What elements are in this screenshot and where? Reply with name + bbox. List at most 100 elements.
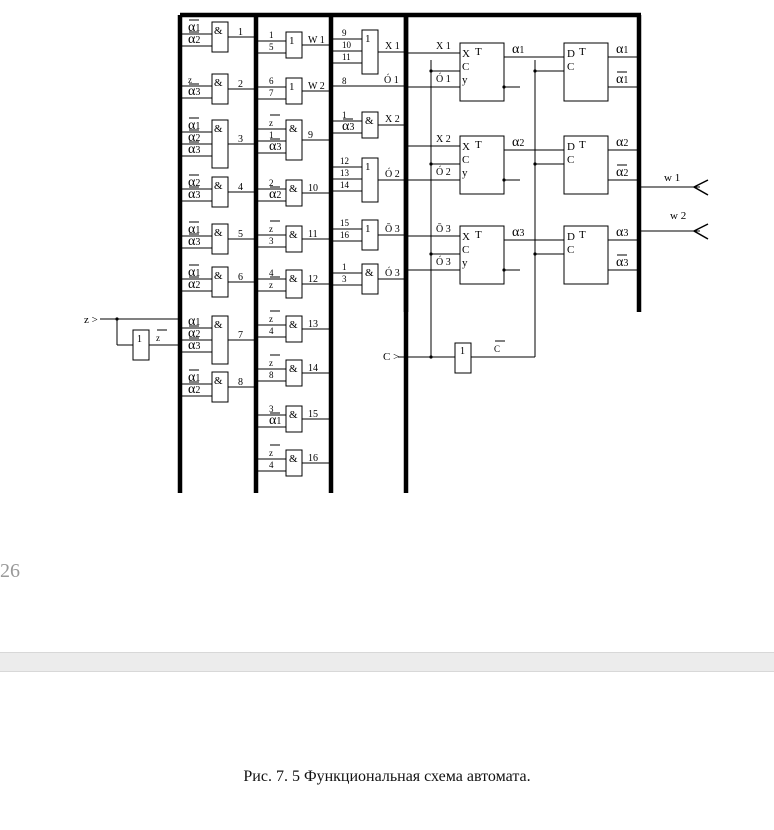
gate-col2-W 2 — [285, 77, 303, 105]
gate-col2-9 — [285, 119, 303, 161]
flip-flop-output-label: α1 — [512, 42, 524, 57]
junction-dot — [429, 162, 433, 166]
d-output-label: α3 — [616, 255, 628, 270]
signal-label: 3 — [269, 404, 274, 414]
signal-label: 16 — [340, 230, 350, 240]
flip-flop-input-label: Ó 2 — [436, 166, 451, 178]
signal-label: 5 — [269, 42, 274, 52]
gate-symbol: 1 — [289, 81, 295, 93]
gate-col3-3 — [361, 157, 379, 203]
signal-label: α2 — [269, 187, 281, 202]
signal-label: z — [188, 75, 192, 85]
gate-output-label: 15 — [308, 409, 318, 420]
inverter-symbol: 1 — [137, 334, 142, 345]
gate-output-label: Ó 1 — [384, 74, 399, 86]
signal-label: α3 — [188, 142, 200, 157]
signal-label: 4 — [269, 268, 274, 278]
gate-output-label: 12 — [308, 274, 318, 285]
d-output-label: α1 — [616, 72, 628, 87]
signal-label: 14 — [340, 180, 350, 190]
signal-label: α1 — [188, 370, 200, 385]
signal-label: α3 — [188, 187, 200, 202]
input-c-label: C > — [383, 351, 399, 363]
gate-output-label: Ō 3 — [385, 223, 400, 235]
flip-flop-d-1 — [563, 42, 609, 102]
signal-label: z — [269, 224, 273, 234]
gate-symbol: & — [214, 25, 223, 37]
signal-label: α3 — [188, 338, 200, 353]
signal-label: 15 — [340, 218, 350, 228]
flip-flop-X-input: X — [462, 231, 470, 243]
gate-symbol: & — [214, 77, 223, 89]
gate-symbol: & — [289, 453, 298, 465]
gate-col2-16 — [285, 449, 303, 477]
inverter-c-output-label: C — [494, 344, 500, 354]
gate-symbol: & — [214, 375, 223, 387]
gate-col2-10 — [285, 179, 303, 207]
flip-flop-y-input: y — [462, 257, 468, 269]
signal-label: α2 — [188, 32, 200, 47]
output-w2-arrow — [692, 223, 709, 240]
junction-dot — [115, 317, 119, 321]
and-gate-col1-7 — [211, 315, 229, 365]
junction-dot — [429, 355, 433, 359]
gate-symbol: & — [289, 183, 298, 195]
signal-label: z — [269, 314, 273, 324]
junction-dot — [533, 252, 537, 256]
signal-label: 3 — [269, 236, 274, 246]
flip-flop-output-label: α3 — [512, 225, 524, 240]
gate-symbol: 1 — [365, 33, 371, 45]
gate-col3-4 — [361, 219, 379, 251]
gate-col2-14 — [285, 359, 303, 387]
functional-circuit-diagram: &α1α21&zα32&α1α2α33&α2α34&α1α35&α1α26&α1… — [84, 12, 709, 493]
gate-output-number: 2 — [238, 79, 243, 90]
gate-output-label: 13 — [308, 319, 318, 330]
output-w1-label: w 1 — [664, 172, 680, 184]
gate-symbol: & — [214, 180, 223, 192]
flip-flop-output-label: α2 — [512, 135, 524, 150]
signal-label: 6 — [269, 76, 274, 86]
flip-flop-X-input: X — [462, 48, 470, 60]
gate-output-label: X 1 — [385, 41, 400, 52]
signal-label: 3 — [342, 274, 347, 284]
signal-label: 7 — [269, 88, 274, 98]
signal-label: α2 — [188, 277, 200, 292]
gate-symbol: & — [214, 227, 223, 239]
signal-label: 12 — [340, 156, 349, 166]
gate-symbol: 1 — [365, 161, 371, 173]
flip-flop-C-input: C — [462, 154, 469, 166]
flip-flop-C-input: C — [462, 61, 469, 73]
gates — [132, 21, 609, 477]
gate-col2-13 — [285, 315, 303, 343]
and-gate-col1-6 — [211, 266, 229, 298]
flip-flop-y-input: y — [462, 167, 468, 179]
d-output-label: α2 — [616, 135, 628, 150]
signal-label: α2 — [188, 326, 200, 341]
gate-symbol: & — [289, 363, 298, 375]
gate-output-label: X 2 — [385, 114, 400, 125]
gate-output-number: 1 — [238, 27, 243, 38]
signal-label: 11 — [342, 52, 351, 62]
gate-output-label: Ó 3 — [385, 267, 400, 279]
signal-label: α1 — [188, 118, 200, 133]
figure-caption: Рис. 7. 5 Функциональная схема автомата. — [243, 768, 531, 785]
signal-label: α1 — [188, 222, 200, 237]
gate-output-label: 9 — [308, 130, 313, 141]
signal-label: 4 — [269, 460, 274, 470]
and-gate-col1-1 — [211, 21, 229, 53]
gate-symbol: & — [289, 273, 298, 285]
d-output-label: α2 — [616, 165, 628, 180]
flip-flop-T-symbol: T — [475, 139, 482, 151]
flip-flop-t-1 — [459, 42, 505, 102]
gate-output-number: 6 — [238, 272, 243, 283]
signal-label: 1 — [269, 30, 274, 40]
flip-flop-T-symbol: T — [579, 46, 586, 58]
and-gate-col1-4 — [211, 176, 229, 208]
page-number: 26 — [0, 560, 20, 582]
signal-label: α1 — [269, 413, 281, 428]
gate-symbol: & — [289, 319, 298, 331]
gate-symbol: & — [289, 409, 298, 421]
signal-label: α2 — [188, 382, 200, 397]
signal-label: z — [269, 358, 273, 368]
flip-flop-C-input: C — [567, 154, 574, 166]
